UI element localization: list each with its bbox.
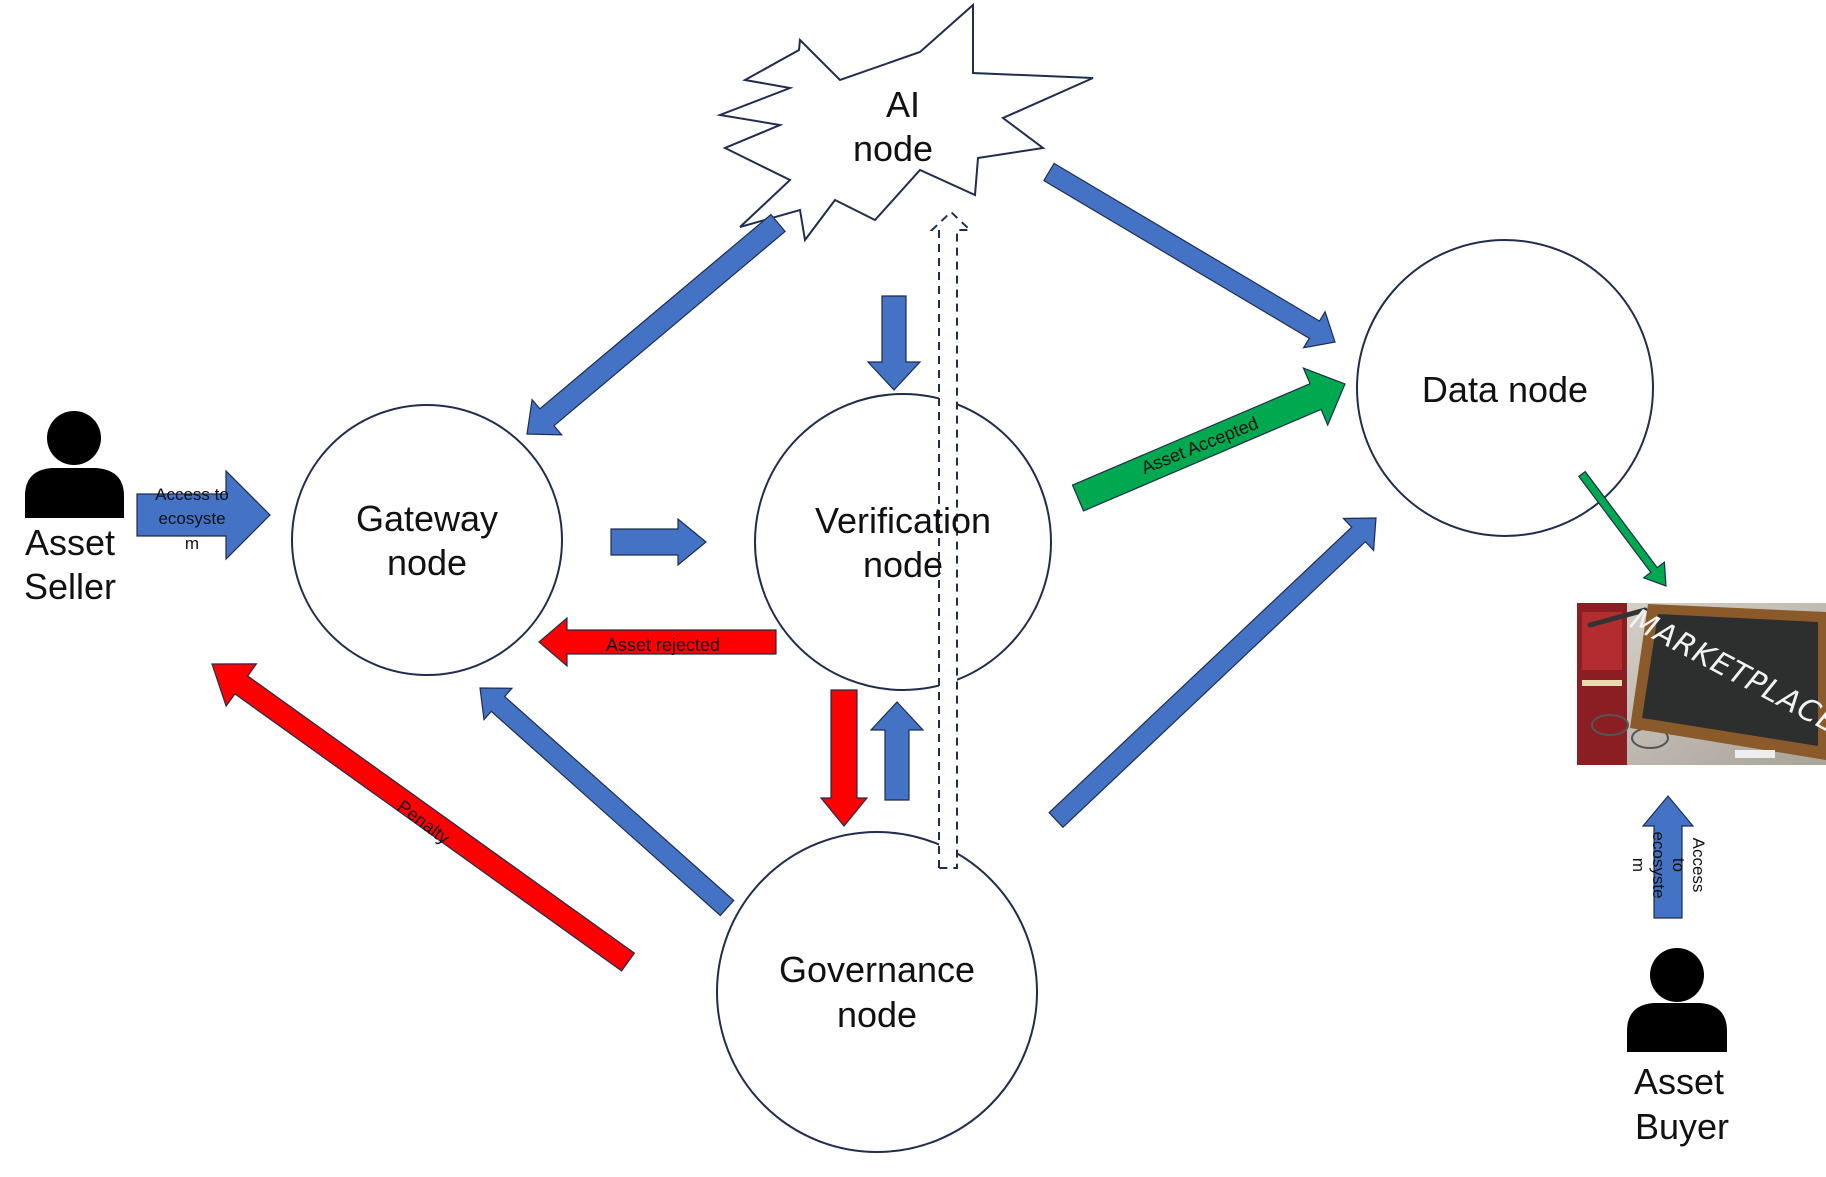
governance-node-circle [716,831,1038,1153]
arrow-governance-to-data [1048,517,1377,829]
seller-access-label-line2: ecosyste [158,509,225,528]
ai-node-label-line1: AI [886,84,920,125]
seller-access-label-line1: Access to [155,485,229,504]
verification-node-circle [754,393,1052,691]
verification-node-label-line1: Verification [815,500,991,541]
arrow-data-to-marketplace [1577,470,1667,587]
arrow-ai-to-data [1043,162,1336,349]
buyer-access-label: Access to ecosyste m [1629,831,1708,898]
seller-access-label-line3: m [185,534,199,553]
asset-buyer-label-line1: Asset [1634,1061,1724,1102]
arrow-governance-to-verification [869,701,925,801]
asset-seller-person-icon [25,411,124,518]
asset-buyer-label-line2: Buyer [1635,1106,1729,1147]
buyer-access-label-line1: Access [1689,838,1708,893]
buyer-access-label-line3: ecosyste [1649,831,1668,898]
data-node-circle [1356,239,1654,537]
arrow-ai-to-gateway [526,213,786,436]
ai-node-label-line2: node [853,128,933,169]
ai-node-starburst [716,2,1094,243]
asset-rejected-label: Asset rejected [606,635,720,655]
arrow-verification-to-data-accepted [1071,367,1346,512]
arrow-gateway-to-verification [610,517,707,567]
verification-node-label-line2: node [863,544,943,585]
gateway-node-circle [291,404,563,676]
marketplace-image: MARKETPLACE [1577,602,1826,765]
asset-buyer-person-icon [1627,948,1727,1052]
data-node-label: Data node [1422,369,1588,410]
governance-node-label-line2: node [837,994,917,1035]
arrow-ai-to-verification [866,295,922,391]
arrow-verification-to-governance [819,689,869,827]
arrow-seller-to-gateway [136,469,271,561]
asset-seller-label-line2: Seller [24,566,116,607]
arrow-governance-to-gateway [479,687,735,917]
dashed-arrow-governance-to-ai [929,210,973,869]
asset-accepted-label: Asset Accepted [1138,413,1261,478]
buyer-access-label-line4: m [1629,858,1648,872]
arrow-governance-to-gateway-penalty [211,663,636,972]
arrow-buyer-to-marketplace [1641,795,1695,919]
asset-seller-label-line1: Asset [25,522,115,563]
gateway-node-label-line1: Gateway [356,498,498,539]
buyer-access-label-line2: to [1669,858,1688,872]
arrow-verification-to-gateway-rejected [538,616,777,668]
gateway-node-label-line2: node [387,542,467,583]
governance-node-label-line1: Governance [779,949,975,990]
